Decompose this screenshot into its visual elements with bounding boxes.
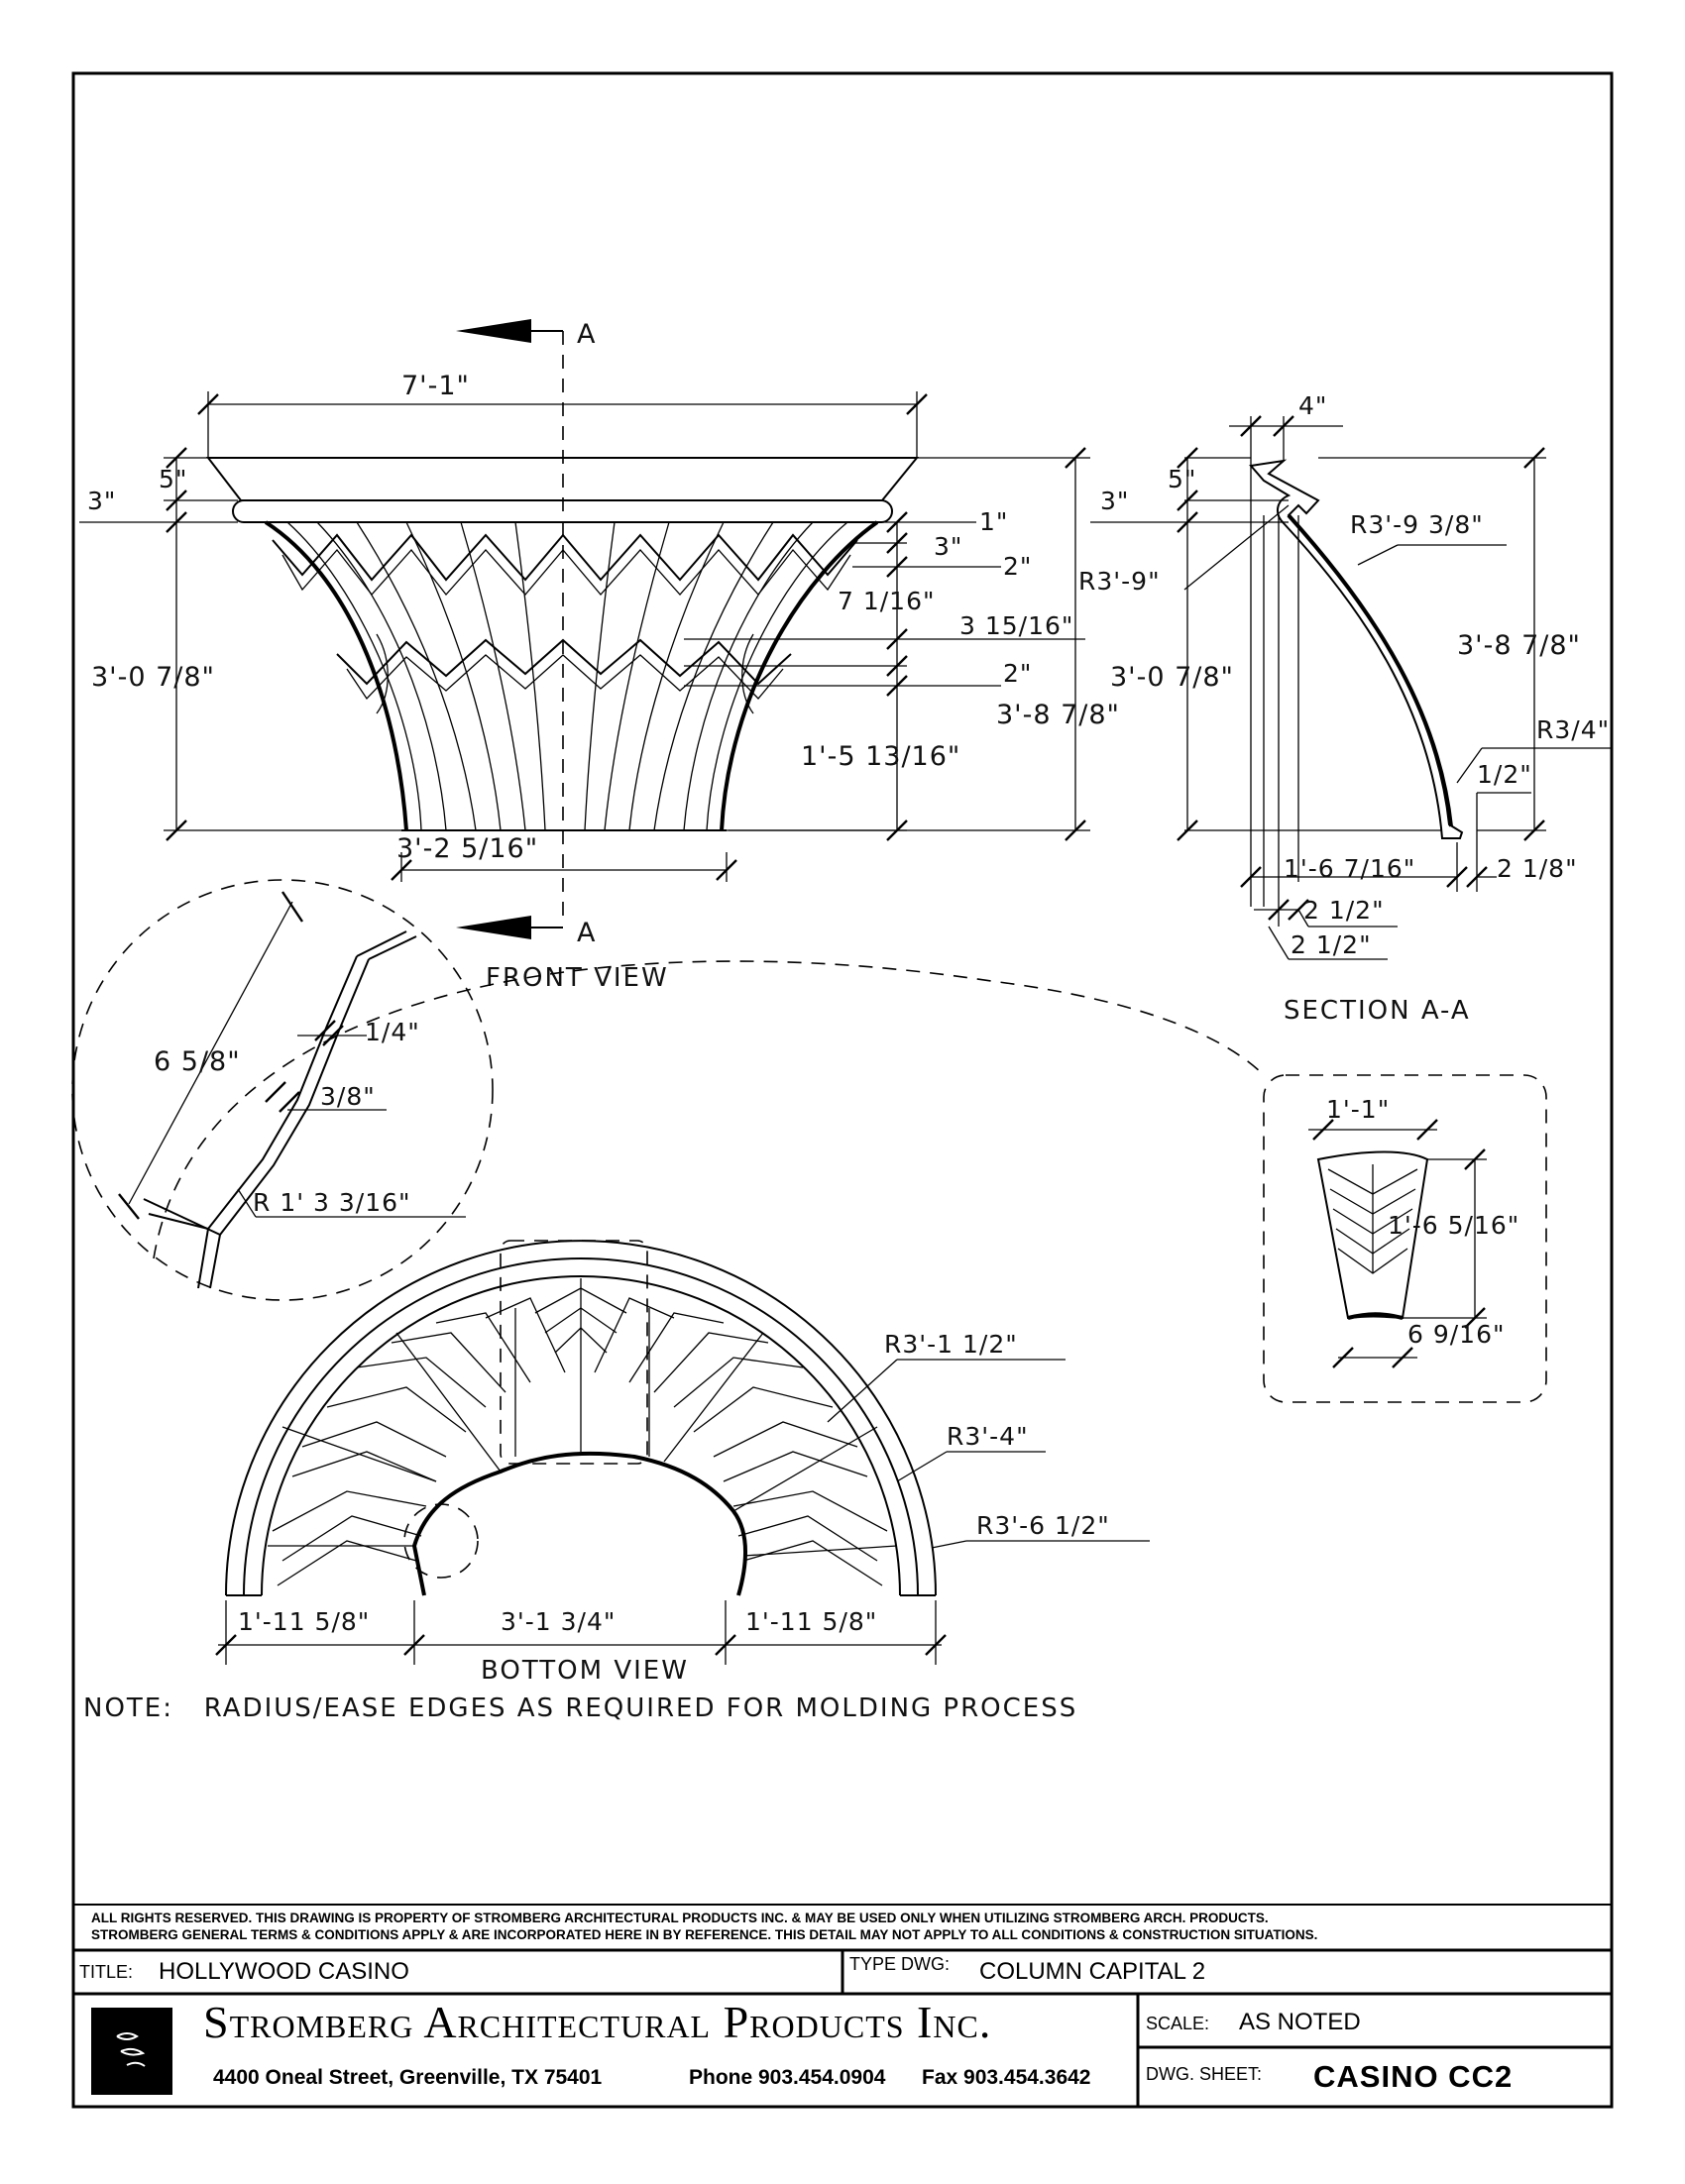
scale-value: AS NOTED [1239, 2009, 1361, 2035]
dim-section-1-2: 1/2" [1477, 760, 1532, 789]
company-address: 4400 Oneal Street, Greenville, TX 75401 [213, 2066, 603, 2089]
front-view: A A [79, 319, 1120, 993]
dim-detail-1-4: 1/4" [365, 1018, 420, 1046]
dim-bottom-r2: R3'-4" [947, 1422, 1029, 1451]
dim-section-base: 1'-6 7/16" [1284, 854, 1415, 883]
dim-section-height: 3'-0 7/8" [1110, 662, 1234, 693]
bottom-view-label: BOTTOM VIEW [481, 1656, 689, 1686]
dim-front-1: 1" [979, 507, 1008, 536]
dim-section-r3-9: R3'-9" [1078, 567, 1161, 596]
dim-section-r3-4: R3/4" [1536, 715, 1610, 744]
title-value: HOLLYWOOD CASINO [159, 1958, 409, 1985]
dim-front-3: 3" [87, 487, 116, 515]
company-logo [91, 2008, 172, 2095]
dim-leaf-bottom: 6 9/16" [1407, 1320, 1506, 1349]
dim-front-5: 5" [159, 465, 187, 493]
dim-bottom-width: 3'-2 5/16" [396, 833, 538, 864]
bottom-ring-inner [261, 1275, 901, 1596]
section-arrow-top [456, 319, 531, 343]
type-dwg-label: TYPE DWG: [849, 1954, 951, 1974]
dim-front-lower: 1'-5 13/16" [801, 741, 960, 772]
company-phone: Phone 903.454.0904 [689, 2066, 886, 2089]
leaf-detail-box [1263, 1074, 1547, 1403]
dim-front-height-left: 3'-0 7/8" [91, 662, 215, 693]
dim-front-3b: 3" [934, 532, 962, 561]
dim-front-overall: 3'-8 7/8" [996, 700, 1120, 730]
title-block-grid [73, 1904, 1612, 2107]
dim-detail-6-5-8: 6 5/8" [154, 1046, 241, 1077]
dim-section-5: 5" [1168, 465, 1196, 493]
dim-detail-3-8: 3/8" [320, 1082, 376, 1111]
leaf-row-lower [336, 638, 792, 686]
dim-front-2b: 2" [1003, 659, 1032, 688]
dim-bottom-center: 3'-1 3/4" [501, 1607, 616, 1636]
bottom-ring-middle [243, 1257, 919, 1596]
section-mark-bottom: A [577, 918, 596, 948]
disclaimer-line-2: STROMBERG GENERAL TERMS & CONDITIONS APP… [91, 1927, 1318, 1942]
disclaimer: ALL RIGHTS RESERVED. THIS DRAWING IS PRO… [91, 1910, 1598, 1943]
dim-leaf-height: 1'-6 5/16" [1388, 1211, 1519, 1240]
front-view-label: FRONT VIEW [486, 963, 669, 993]
section-a-a: 4" 5" 3" R3'-9" 3'-0 7/8" R3'-9 3/8" 3'-… [1078, 391, 1612, 1026]
bottom-ring-outer [225, 1240, 937, 1596]
leaf-detail: 1'-1" 1'-6 5/16" 6 9/16" [1263, 1074, 1547, 1403]
company-fax: Fax 903.454.3642 [922, 2066, 1091, 2089]
bottom-leaves [268, 1278, 898, 1586]
dim-section-overall: 3'-8 7/8" [1457, 630, 1581, 661]
bottom-leaf-callout [500, 1240, 648, 1465]
dim-section-2-1-2a: 2 1/2" [1303, 896, 1385, 925]
section-label: SECTION A-A [1284, 996, 1471, 1026]
dim-detail-radius: R 1' 3 3/16" [253, 1188, 411, 1217]
dim-section-4: 4" [1298, 391, 1327, 420]
capital-roll [232, 499, 893, 523]
dim-section-2-1-8: 2 1/8" [1497, 854, 1578, 883]
dim-leaf-top: 1'-1" [1326, 1095, 1390, 1124]
dim-section-r3-9-3-8: R3'-9 3/8" [1350, 510, 1484, 539]
dim-front-2a: 2" [1003, 552, 1032, 581]
dim-bottom-r3: R3'-6 1/2" [976, 1511, 1110, 1540]
detail-circle [71, 879, 494, 1301]
dim-front-3-15-16: 3 15/16" [959, 611, 1073, 640]
company-name: Stromberg Architectural Products Inc. [203, 1997, 992, 2047]
bottom-view-arc-guide [153, 960, 1265, 1259]
dim-bottom-left: 1'-11 5/8" [238, 1607, 370, 1636]
bottom-edge-callout [403, 1503, 479, 1579]
dim-section-3: 3" [1100, 487, 1129, 515]
sheet-border [71, 71, 1614, 2109]
dim-bottom-r1: R3'-1 1/2" [884, 1330, 1018, 1359]
bell-flutes [286, 521, 848, 831]
type-dwg-value: COLUMN CAPITAL 2 [979, 1958, 1206, 1985]
bottom-view: R3'-1 1/2" R3'-4" R3'-6 1/2" 1'-11 5/8" … [215, 1240, 1150, 1686]
dim-section-2-1-2b: 2 1/2" [1291, 930, 1372, 959]
dim-bottom-right: 1'-11 5/8" [745, 1607, 877, 1636]
section-arrow-bottom [456, 916, 531, 939]
dim-front-7-1-16: 7 1/16" [838, 587, 936, 615]
title-label: TITLE: [79, 1962, 134, 1982]
leaf-row-upper [272, 533, 858, 582]
disclaimer-line-1: ALL RIGHTS RESERVED. THIS DRAWING IS PRO… [91, 1911, 1269, 1925]
edge-detail: 6 5/8" 1/4" 3/8" R 1' 3 3/16" [71, 879, 494, 1301]
scale-label: SCALE: [1146, 2014, 1210, 2033]
sheet-label: DWG. SHEET: [1146, 2064, 1263, 2084]
section-mark-top: A [577, 319, 596, 350]
bottom-inner-opening [411, 1451, 747, 1596]
sheet-value: CASINO CC2 [1313, 2059, 1514, 2094]
drawing-note: NOTE: RADIUS/EASE EDGES AS REQUIRED FOR … [83, 1693, 1077, 1723]
dim-top-width: 7'-1" [401, 371, 470, 401]
